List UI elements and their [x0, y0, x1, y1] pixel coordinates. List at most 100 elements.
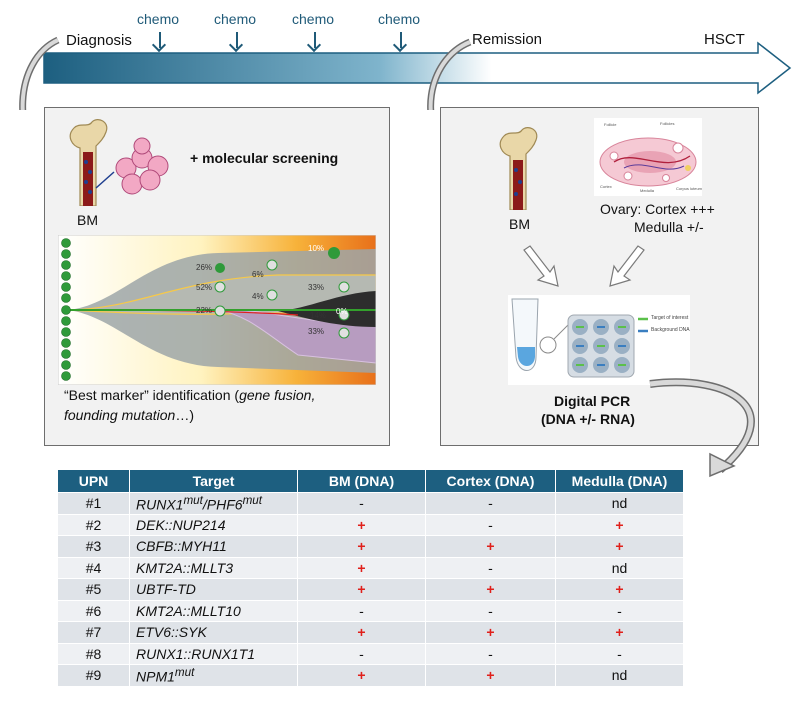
cell-upn: #9 — [57, 664, 130, 687]
chemo-arrow-icon — [400, 32, 402, 48]
fish-label: 10% — [308, 244, 325, 253]
timeline-graphic — [19, 36, 792, 110]
target-name: RUNX1::RUNX1T1 — [136, 645, 256, 662]
header-cortex: Cortex (DNA) — [425, 469, 556, 493]
target-superscript: mut — [242, 493, 263, 507]
remission-label: Remission — [472, 31, 543, 48]
cell-bm: - — [297, 492, 426, 515]
cell-bm: - — [297, 599, 426, 622]
target-name: RUNX1 — [136, 496, 184, 513]
cell-upn: #7 — [57, 621, 130, 644]
bone-marrow-icon — [499, 127, 538, 210]
header-bm: BM (DNA) — [297, 469, 426, 493]
bone-marrow-icon — [69, 119, 169, 206]
cell-target: ETV6::SYK — [129, 621, 298, 644]
target-name: DEK::NUP214 — [136, 516, 226, 533]
fish-label: 0% — [336, 307, 348, 316]
cell-bm: + — [297, 556, 426, 579]
caption-italic-1: gene fusion, — [239, 387, 316, 403]
caption-prefix: “Best marker” identification ( — [64, 387, 240, 403]
cell-bm: + — [297, 578, 426, 601]
caption-suffix: …) — [175, 407, 194, 423]
chemo-arrow-icon — [236, 32, 238, 48]
cell-medulla: nd — [555, 556, 684, 579]
cell-medulla: + — [555, 513, 684, 536]
results-curve-arrow — [649, 378, 755, 478]
cell-cortex: - — [425, 642, 556, 665]
fish-label: 33% — [308, 327, 325, 336]
ovary-tiny-label: Cortex — [600, 184, 612, 189]
target-name: NPM1 — [136, 668, 175, 685]
cell-cortex: - — [425, 599, 556, 622]
caption-italic-2: founding mutation — [64, 407, 176, 423]
cell-target: CBFB::MYH11 — [129, 535, 298, 558]
ovary-illustration — [594, 118, 702, 196]
cell-upn: #2 — [57, 513, 130, 536]
chemo-label-2: chemo — [214, 11, 257, 27]
cell-cortex: + — [425, 664, 556, 687]
fish-plot — [58, 235, 376, 385]
digital-pcr-illustration — [508, 295, 690, 385]
cell-medulla: + — [555, 535, 684, 558]
table-header-row: UPN Target BM (DNA) Cortex (DNA) Medulla… — [57, 469, 684, 493]
cell-cortex: + — [425, 535, 556, 558]
molecular-screening-label: + molecular screening — [190, 150, 339, 166]
cell-target: RUNX1::RUNX1T1 — [129, 642, 298, 665]
best-marker-caption-line1: “Best marker” identification (gene fusio… — [64, 387, 315, 403]
cell-upn: #5 — [57, 578, 130, 601]
header-upn: UPN — [57, 469, 130, 493]
left-bm-label: BM — [77, 212, 98, 228]
dpcr-legend-target: Target of interest — [651, 315, 689, 321]
cell-medulla: - — [555, 599, 684, 622]
cell-upn: #8 — [57, 642, 130, 665]
digital-pcr-subtitle: (DNA +/- RNA) — [541, 411, 635, 427]
fish-label: 22% — [196, 306, 213, 315]
cell-bm: + — [297, 621, 426, 644]
cell-medulla: nd — [555, 492, 684, 515]
cell-upn: #1 — [57, 492, 130, 515]
target-name: ETV6::SYK — [136, 624, 207, 641]
cell-upn: #4 — [57, 556, 130, 579]
cell-upn: #3 — [57, 535, 130, 558]
ovary-medulla-label: Medulla +/- — [634, 219, 704, 235]
cell-medulla: nd — [555, 664, 684, 687]
dpcr-legend-background: Background DNA — [651, 327, 690, 333]
target-superscript: mut — [183, 493, 203, 507]
cell-medulla: - — [555, 642, 684, 665]
best-marker-caption-line2: founding mutation…) — [64, 407, 194, 423]
right-bm-label: BM — [509, 216, 530, 232]
cell-bm: - — [297, 642, 426, 665]
cell-target: UBTF-TD — [129, 578, 298, 601]
timeline-arrow — [43, 41, 792, 95]
cell-upn: #6 — [57, 599, 130, 622]
cell-bm: + — [297, 535, 426, 558]
fish-label: 4% — [252, 292, 264, 301]
ovary-tiny-label: Follicles — [660, 121, 675, 126]
target-name: KMT2A::MLLT3 — [136, 559, 233, 576]
cell-medulla: + — [555, 578, 684, 601]
cell-target: RUNX1mut/PHF6mut — [129, 492, 298, 515]
target-name-part: /PHF6 — [202, 496, 243, 513]
chemo-label-3: chemo — [292, 11, 335, 27]
chemo-arrow-icon — [159, 32, 161, 48]
chemo-arrow-icon — [314, 32, 316, 48]
ovary-tiny-label: Medulla — [640, 188, 655, 193]
cell-cortex: + — [425, 621, 556, 644]
cell-target: KMT2A::MLLT3 — [129, 556, 298, 579]
target-name: UBTF-TD — [136, 581, 196, 598]
cell-cortex: - — [425, 492, 556, 515]
results-table: UPN Target BM (DNA) Cortex (DNA) Medulla… — [57, 469, 684, 687]
target-name: KMT2A::MLLT10 — [136, 602, 241, 619]
target-superscript: mut — [174, 665, 195, 679]
cell-cortex: - — [425, 556, 556, 579]
hsct-label: HSCT — [704, 31, 745, 48]
ovary-cortex-label: Ovary: Cortex +++ — [600, 201, 715, 217]
target-name: CBFB::MYH11 — [136, 538, 227, 555]
